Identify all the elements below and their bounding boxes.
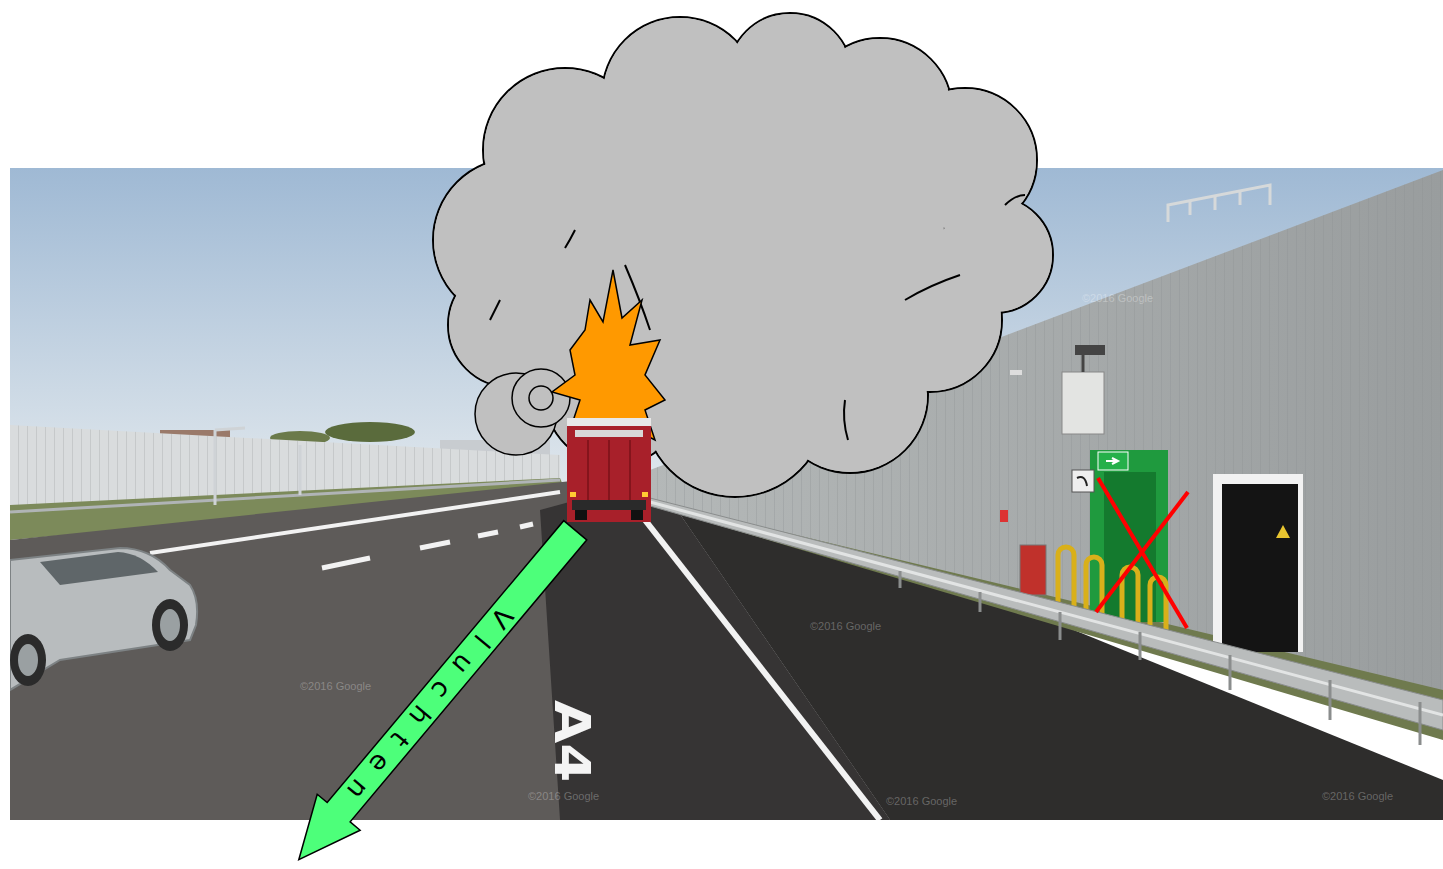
road-marking: A4 [543,700,602,782]
blocked-exit-cross [1096,478,1188,628]
explosion [552,270,665,445]
roof-railing [1168,185,1270,222]
car [10,548,197,690]
door-frame [1213,474,1303,652]
watermark: ©2016 Google [886,795,957,807]
exit-sign [1098,452,1128,470]
guardrail [650,498,1443,745]
smoke-cloud [433,13,1053,497]
watermark: ©2016 Google [810,620,881,632]
watermark: ©2016 Google [528,790,599,802]
lampposts [215,428,300,505]
arrow-outline [277,512,596,869]
equipment-box [1062,372,1104,434]
watermark: ©2016 Google [1082,292,1153,304]
smoke-puffs [475,369,570,455]
watermark: ©2016 Google [1322,790,1393,802]
fire-truck [567,418,651,522]
service-door [1222,484,1298,652]
fire-cabinet [1020,545,1046,595]
watermark: ©2016 Google [300,680,371,692]
